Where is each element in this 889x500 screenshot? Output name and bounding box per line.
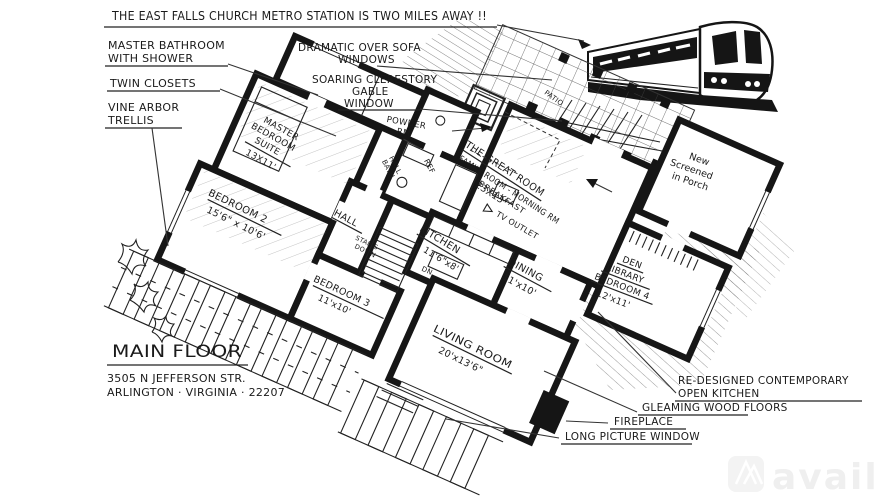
- clerestory-label2: GABLE: [352, 86, 389, 98]
- toilet: [396, 176, 408, 188]
- bathtub: [402, 142, 435, 168]
- picture-window-label: LONG PICTURE WINDOW: [565, 431, 700, 443]
- plan-title: MAIN FLOOR: [112, 342, 242, 362]
- train-side-windows: [599, 43, 691, 66]
- bed: [232, 86, 308, 173]
- train-windshield-right: [744, 30, 762, 64]
- gleaming-label: GLEAMING WOOD FLOORS: [642, 402, 788, 414]
- den-bookshelf: [628, 230, 699, 271]
- wood-floor-hatch: [183, 82, 588, 273]
- note-picture-window: LONG PICTURE WINDOW: [445, 418, 700, 445]
- master-bathroom-label2: WITH SHOWER: [108, 52, 193, 65]
- twin-closets-label: TWIN CLOSETS: [109, 77, 196, 90]
- note-redesigned-kitchen: RE-DESIGNED CONTEMPORARY OPEN KITCHEN: [597, 311, 862, 402]
- title-block: MAIN FLOOR 3505 N JEFFERSON STR. ARLINGT…: [107, 342, 285, 399]
- callout-clerestory: SOARING CLERESTORY GABLE WINDOW: [312, 74, 563, 122]
- clerestory-label: SOARING CLERESTORY: [312, 74, 437, 86]
- dn-label: DN: [420, 265, 434, 277]
- dramatic-label: DRAMATIC OVER SOFA: [298, 42, 421, 54]
- watermark-chevron2-icon: [742, 463, 764, 485]
- callout-twin-closets: TWIN CLOSETS: [107, 77, 337, 137]
- tv-outlet-icon: [482, 203, 494, 213]
- windows: [165, 40, 772, 435]
- master-bathroom-label: MASTER BATHROOM: [108, 39, 225, 52]
- banner: THE EAST FALLS CHURCH METRO STATION IS T…: [104, 9, 591, 49]
- kitchen-island: [427, 250, 465, 280]
- callout-vine-arbor: VINE ARBOR TRELLIS: [105, 101, 182, 247]
- entry-steps: [376, 383, 424, 414]
- vine-arbor-label2: TRELLIS: [107, 114, 154, 127]
- banner-text: THE EAST FALLS CHURCH METRO STATION IS T…: [111, 9, 487, 23]
- callout-dramatic-windows: DRAMATIC OVER SOFA WINDOWS: [298, 42, 553, 81]
- furniture: [232, 86, 520, 280]
- fireplace-label: FIREPLACE: [614, 416, 673, 428]
- door-openings: [303, 92, 692, 327]
- vine-arbor-label: VINE ARBOR: [108, 101, 179, 114]
- dramatic-label2: WINDOWS: [338, 54, 395, 66]
- room-label-dn: DN: [420, 265, 434, 277]
- watermark-text: avail: [772, 457, 879, 498]
- great-room-arrows: [451, 111, 613, 193]
- watermark: avail: [728, 456, 879, 498]
- clerestory-label3: WINDOW: [344, 98, 394, 110]
- refrigerator: [438, 163, 479, 212]
- watermark-chevron-icon: [734, 458, 758, 485]
- vine-scribbles: [117, 237, 176, 344]
- powder-sink: [435, 115, 446, 126]
- train-front-band: [704, 72, 770, 92]
- fireplace-mass: [529, 389, 570, 435]
- address-line2: ARLINGTON · VIRGINIA · 22207: [107, 386, 285, 399]
- address-line1: 3505 N JEFFERSON STR.: [107, 372, 246, 385]
- roof-hatch-upper: [402, 18, 505, 100]
- callout-master-bathroom: MASTER BATHROOM WITH SHOWER: [105, 39, 319, 96]
- stairs: [357, 226, 419, 293]
- redesigned-line1: RE-DESIGNED CONTEMPORARY: [678, 375, 849, 387]
- banner-arrowhead: [578, 39, 591, 49]
- breakfast-table: [491, 180, 520, 205]
- note-gleaming-floors: GLEAMING WOOD FLOORS: [543, 370, 788, 416]
- train-windshield-left: [712, 31, 738, 65]
- powder-line2: RM: [396, 127, 411, 139]
- long-picture-window: [398, 380, 506, 435]
- vine-arbor-pergola: [103, 248, 504, 496]
- note-fireplace: FIREPLACE: [565, 416, 686, 430]
- redesigned-line2: OPEN KITCHEN: [678, 388, 760, 400]
- banner-arrow-line: [496, 24, 585, 42]
